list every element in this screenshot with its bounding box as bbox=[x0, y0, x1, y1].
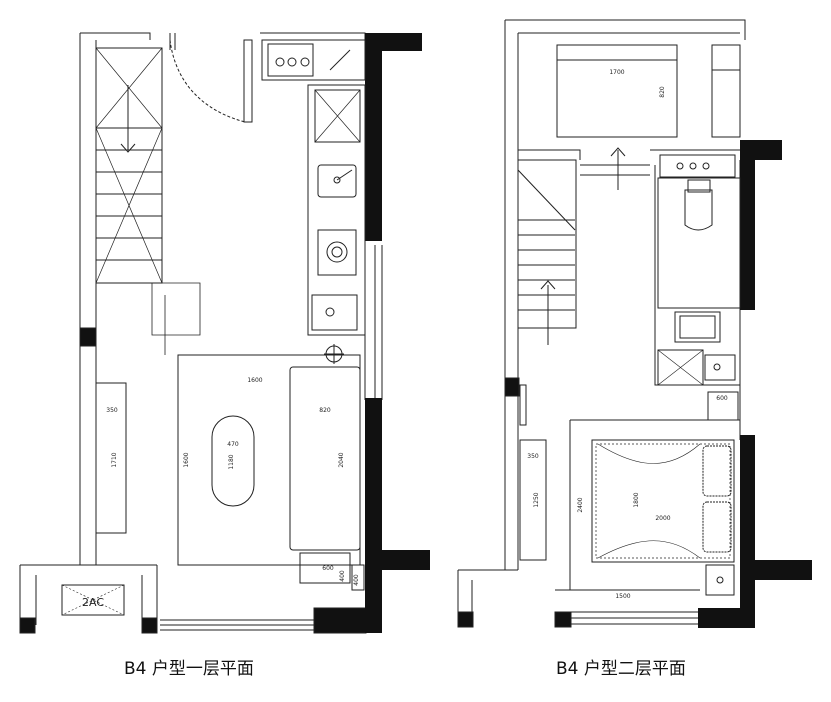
second-floor-caption: B4 户型二层平面 bbox=[556, 659, 686, 679]
bed-length-label: 1800 bbox=[633, 492, 640, 507]
first-floor-caption: B4 户型一层平面 bbox=[124, 659, 254, 679]
plan2-master-bed bbox=[519, 384, 735, 596]
rug-length-label: 1600 bbox=[183, 452, 190, 467]
bed-width-label: 2000 bbox=[655, 515, 670, 522]
plan1-walls bbox=[19, 32, 383, 634]
wardrobe-width-label: 350 bbox=[527, 453, 539, 460]
side-table-a-label: 600 bbox=[322, 565, 334, 572]
first-floor-plan: 2AC 1600 820 470 1180 1600 2040 350 1710… bbox=[19, 32, 430, 634]
table-width-label: 470 bbox=[227, 441, 239, 448]
cabinet-length-label: 1710 bbox=[111, 452, 118, 467]
upper-bed-length-label: 1700 bbox=[609, 69, 624, 76]
room-depth-label: 2400 bbox=[577, 497, 584, 512]
table-length-label: 1180 bbox=[228, 454, 235, 469]
ac-label: 2AC bbox=[82, 596, 104, 609]
sofa-depth-label: 820 bbox=[319, 407, 331, 414]
sofa-width-label: 1600 bbox=[247, 377, 262, 384]
plan1-kitchen bbox=[261, 39, 366, 364]
plan2-bathroom bbox=[657, 154, 741, 421]
plan1-dimension-labels: 2AC 1600 820 470 1180 1600 2040 350 1710… bbox=[82, 377, 360, 609]
plan1-ac-box bbox=[61, 584, 125, 616]
cabinet-width-label: 350 bbox=[106, 407, 118, 414]
closet-bottom-label: 1500 bbox=[615, 593, 630, 600]
plan2-dimension-labels: 1700 820 2000 1800 2400 350 1250 1500 60… bbox=[527, 69, 728, 600]
floor-plans-drawing: 2AC 1600 820 470 1180 1600 2040 350 1710… bbox=[19, 19, 812, 634]
plan1-staircase bbox=[95, 47, 201, 355]
plan2-upper-bed bbox=[556, 44, 741, 138]
wardrobe-length-label: 1250 bbox=[533, 492, 540, 507]
plan1-living bbox=[95, 354, 365, 591]
plan1-thick-walls bbox=[365, 33, 430, 633]
plan2-thick-walls bbox=[698, 140, 812, 628]
side-table-b-label: 400 bbox=[339, 570, 346, 582]
upper-bed-width-label: 820 bbox=[659, 86, 666, 98]
plan2-staircase bbox=[517, 147, 626, 345]
nightstand-label: 600 bbox=[716, 395, 728, 402]
plan1-entry-door bbox=[169, 33, 253, 123]
second-floor-plan: 1700 820 2000 1800 2400 350 1250 1500 60… bbox=[457, 19, 812, 628]
plan2-walls bbox=[457, 19, 746, 628]
sofa-length-label: 2040 bbox=[338, 452, 345, 467]
side-table-c-label: 400 bbox=[353, 574, 360, 586]
